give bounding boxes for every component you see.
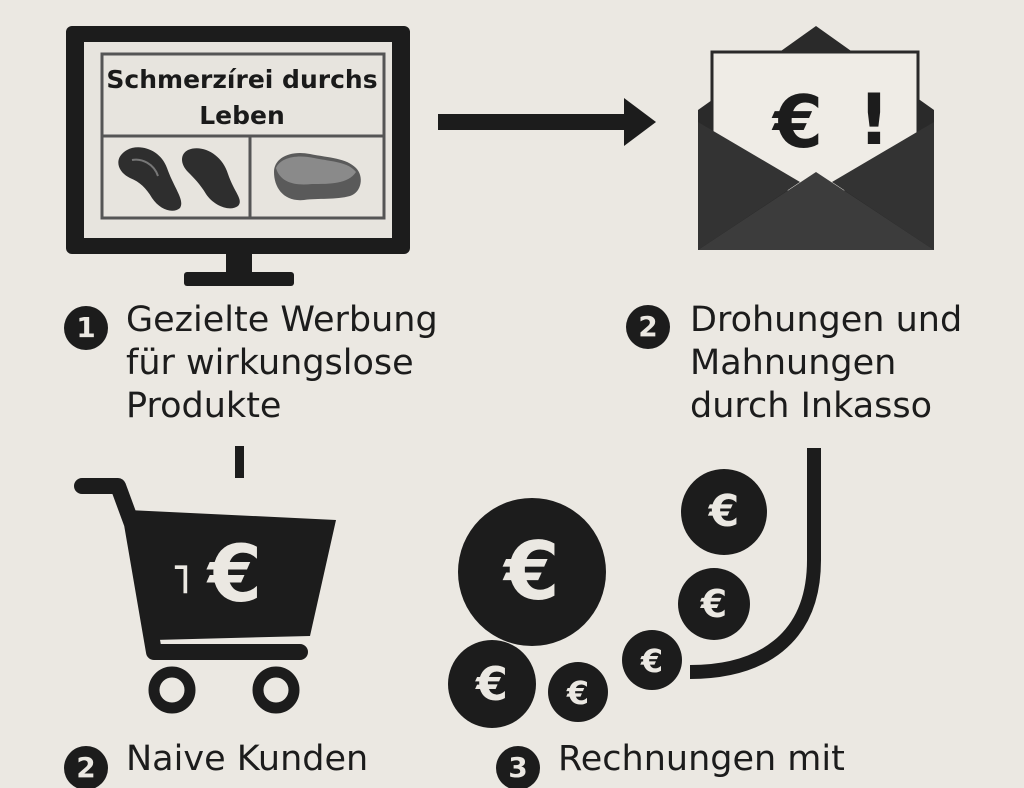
shopping-cart-icon [74, 478, 336, 714]
euro-coin-icon [678, 568, 750, 640]
euro-symbol: € [207, 530, 263, 620]
caption-line: Produkte [126, 386, 282, 426]
caption-line: Mahnungen [690, 343, 897, 383]
step-1-caption: Gezielte Werbung für wirkungslose Produk… [126, 299, 438, 428]
cart-price-mark: ˥ [171, 557, 191, 603]
exclamation-mark: ! [858, 79, 890, 161]
euro-symbol: € [708, 486, 740, 537]
euro-coin-icon [622, 630, 682, 690]
step-4-caption: Rechnungen mit [558, 738, 845, 781]
screen-title: Schmerzírei durchs Leben [104, 62, 380, 134]
step-number-badge: 2 [626, 305, 670, 349]
caption-line: für wirkungslose [126, 343, 414, 383]
step-number-badge: 1 [64, 306, 108, 350]
insole-icon [118, 147, 240, 211]
caption-line: Drohungen und [690, 300, 963, 340]
euro-symbol: € [772, 80, 824, 164]
screen-title-line: Leben [199, 101, 285, 130]
step-number-badge: 3 [496, 746, 540, 788]
euro-symbol: € [504, 525, 560, 618]
euro-symbol: € [640, 642, 664, 680]
envelope-icon [698, 26, 934, 250]
step-2-caption: Drohungen und Mahnungen durch Inkasso [690, 299, 962, 428]
caption-line: Rechnungen mit [558, 739, 845, 779]
screen-title-line: Schmerzírei durchs [106, 65, 378, 94]
euro-coin-icon [548, 662, 608, 722]
step-number-badge: 2 [64, 746, 108, 788]
euro-symbol: € [475, 657, 508, 711]
caption-line: durch Inkasso [690, 386, 933, 426]
connector-curve [689, 448, 821, 679]
step-3-caption: Naive Kunden [126, 738, 368, 781]
connector-line [235, 446, 244, 478]
euro-coin-icon [458, 498, 606, 646]
euro-symbol: € [700, 582, 728, 626]
euro-coin-icon [681, 469, 767, 555]
arrow-right-icon [438, 98, 656, 146]
euro-symbol: € [566, 674, 590, 712]
euro-coin-icon [448, 640, 536, 728]
caption-line: Naive Kunden [126, 739, 369, 779]
caption-line: Gezielte Werbung [126, 300, 438, 340]
insole-icon [274, 152, 361, 201]
